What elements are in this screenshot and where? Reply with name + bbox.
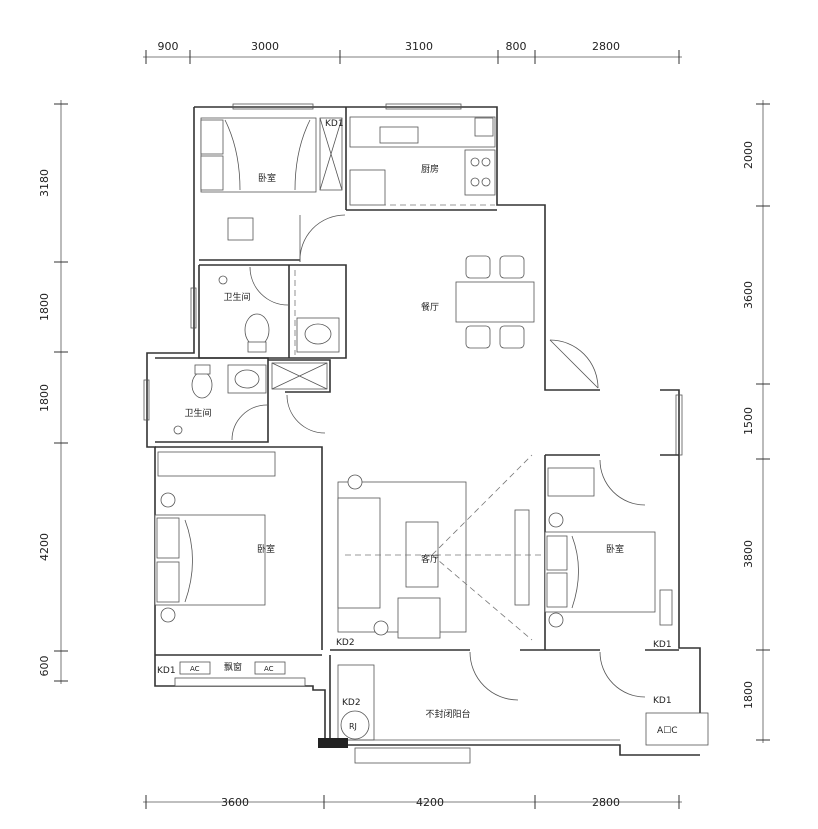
room-labels: 卧室 厨房 卫生间 餐厅 卫生间 卧室 客厅 卧室 飘窗 不封闭阳台 bbox=[184, 163, 624, 720]
tag-ac-unit: A☐C bbox=[657, 726, 678, 736]
tag-kd2-living: KD2 bbox=[336, 638, 355, 648]
room-living: 客厅 bbox=[421, 553, 439, 565]
dim-top-2: 3000 bbox=[251, 40, 279, 53]
dim-right-3: 1500 bbox=[742, 407, 755, 435]
dim-left-4: 4200 bbox=[38, 533, 51, 561]
room-balcony: 不封闭阳台 bbox=[425, 708, 470, 720]
tag-kd1-bay: KD1 bbox=[157, 666, 176, 676]
dim-top-3: 3100 bbox=[405, 40, 433, 53]
dim-right-1: 2000 bbox=[742, 141, 755, 169]
dim-top-5: 2800 bbox=[592, 40, 620, 53]
tag-kd1-balcony: KD1 bbox=[653, 696, 672, 706]
room-bedroom-right: 卧室 bbox=[606, 543, 624, 555]
doors bbox=[231, 214, 646, 701]
room-bay-window: 飘窗 bbox=[224, 661, 242, 673]
dim-right-5: 1800 bbox=[742, 681, 755, 709]
dim-bottom-3: 2800 bbox=[592, 796, 620, 809]
tag-kd2-balcony: KD2 bbox=[342, 698, 361, 708]
dim-top-4: 800 bbox=[506, 40, 527, 53]
dimension-bottom: 3600 4200 2800 bbox=[143, 795, 682, 809]
room-bath-upper: 卫生间 bbox=[223, 291, 250, 303]
dimension-left: 3180 1800 1800 4200 600 bbox=[38, 100, 68, 684]
dimension-right: 2000 3600 1500 3800 1800 bbox=[742, 100, 770, 743]
dim-bottom-1: 3600 bbox=[221, 796, 249, 809]
dim-bottom-2: 4200 bbox=[416, 796, 444, 809]
dim-left-3: 1800 bbox=[38, 384, 51, 412]
dim-left-5: 600 bbox=[38, 656, 51, 677]
equipment-tags: KD1 KD2 KD1 KD1 KD1 KD2 AC AC RJ A☐C bbox=[157, 119, 678, 736]
tag-kd1-right: KD1 bbox=[653, 640, 672, 650]
room-kitchen: 厨房 bbox=[421, 163, 439, 175]
dim-right-2: 3600 bbox=[742, 281, 755, 309]
room-bedroom-left: 卧室 bbox=[257, 543, 275, 555]
dim-right-4: 3800 bbox=[742, 540, 755, 568]
interior-walls bbox=[155, 107, 679, 745]
tag-kd1-top: KD1 bbox=[325, 119, 344, 129]
room-bath-lower: 卫生间 bbox=[184, 407, 211, 419]
tag-rj: RJ bbox=[349, 722, 357, 731]
room-bedroom-top: 卧室 bbox=[258, 172, 276, 184]
room-dining: 餐厅 bbox=[421, 301, 439, 313]
tag-ac-right: AC bbox=[264, 665, 274, 673]
dim-left-2: 1800 bbox=[38, 293, 51, 321]
dimension-top: 900 3000 3100 800 2800 bbox=[143, 40, 682, 64]
exterior-walls bbox=[143, 103, 701, 756]
furniture bbox=[154, 116, 709, 764]
dim-top-1: 900 bbox=[158, 40, 179, 53]
dim-left-1: 3180 bbox=[38, 169, 51, 197]
tag-ac-left: AC bbox=[190, 665, 200, 673]
